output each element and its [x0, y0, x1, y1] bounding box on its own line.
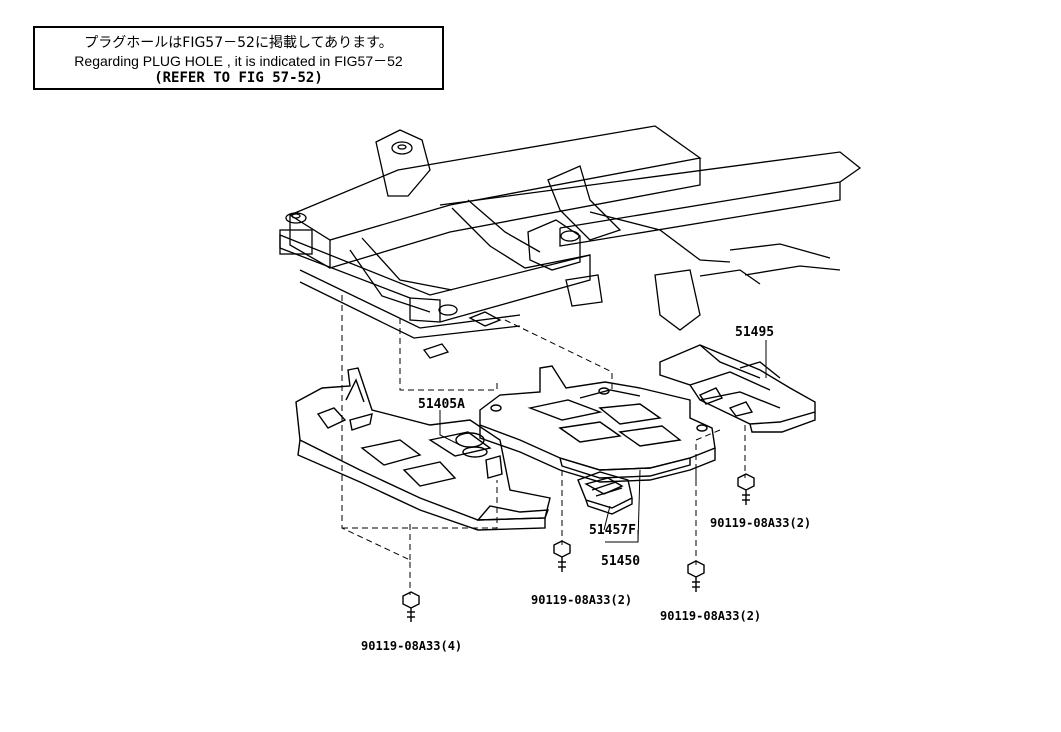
label-51457F: 51457F — [589, 523, 636, 538]
front-engine-under-cover — [295, 367, 551, 531]
label-bolt-right-upper: 90119-08A33(2) — [710, 516, 811, 530]
center-under-cover — [479, 365, 716, 483]
label-51405A: 51405A — [418, 397, 465, 412]
chassis-frame — [279, 125, 862, 359]
note-english: Regarding PLUG HOLE , it is indicated in… — [74, 53, 403, 69]
plug-hole-cover — [577, 471, 633, 515]
bolt-left — [402, 591, 420, 622]
note-reference: (REFER TO FIG 57-52) — [154, 70, 323, 86]
bolt-right-lower — [687, 560, 705, 592]
note-japanese: プラグホールはFIG57－52に掲載してあります。 — [84, 35, 393, 51]
label-bolt-right-lower: 90119-08A33(2) — [660, 609, 761, 623]
label-bolt-left: 90119-08A33(4) — [361, 639, 462, 653]
label-51450: 51450 — [601, 554, 640, 569]
label-bolt-center: 90119-08A33(2) — [531, 593, 632, 607]
reference-note-box: プラグホールはFIG57－52に掲載してあります。 Regarding PLUG… — [33, 26, 444, 90]
label-51495: 51495 — [735, 325, 774, 340]
bolt-center — [553, 540, 571, 572]
leader-lines — [439, 340, 767, 543]
rear-under-cover — [659, 344, 816, 433]
assembly-guide-lines — [341, 295, 746, 595]
bolt-right-upper — [737, 473, 755, 505]
